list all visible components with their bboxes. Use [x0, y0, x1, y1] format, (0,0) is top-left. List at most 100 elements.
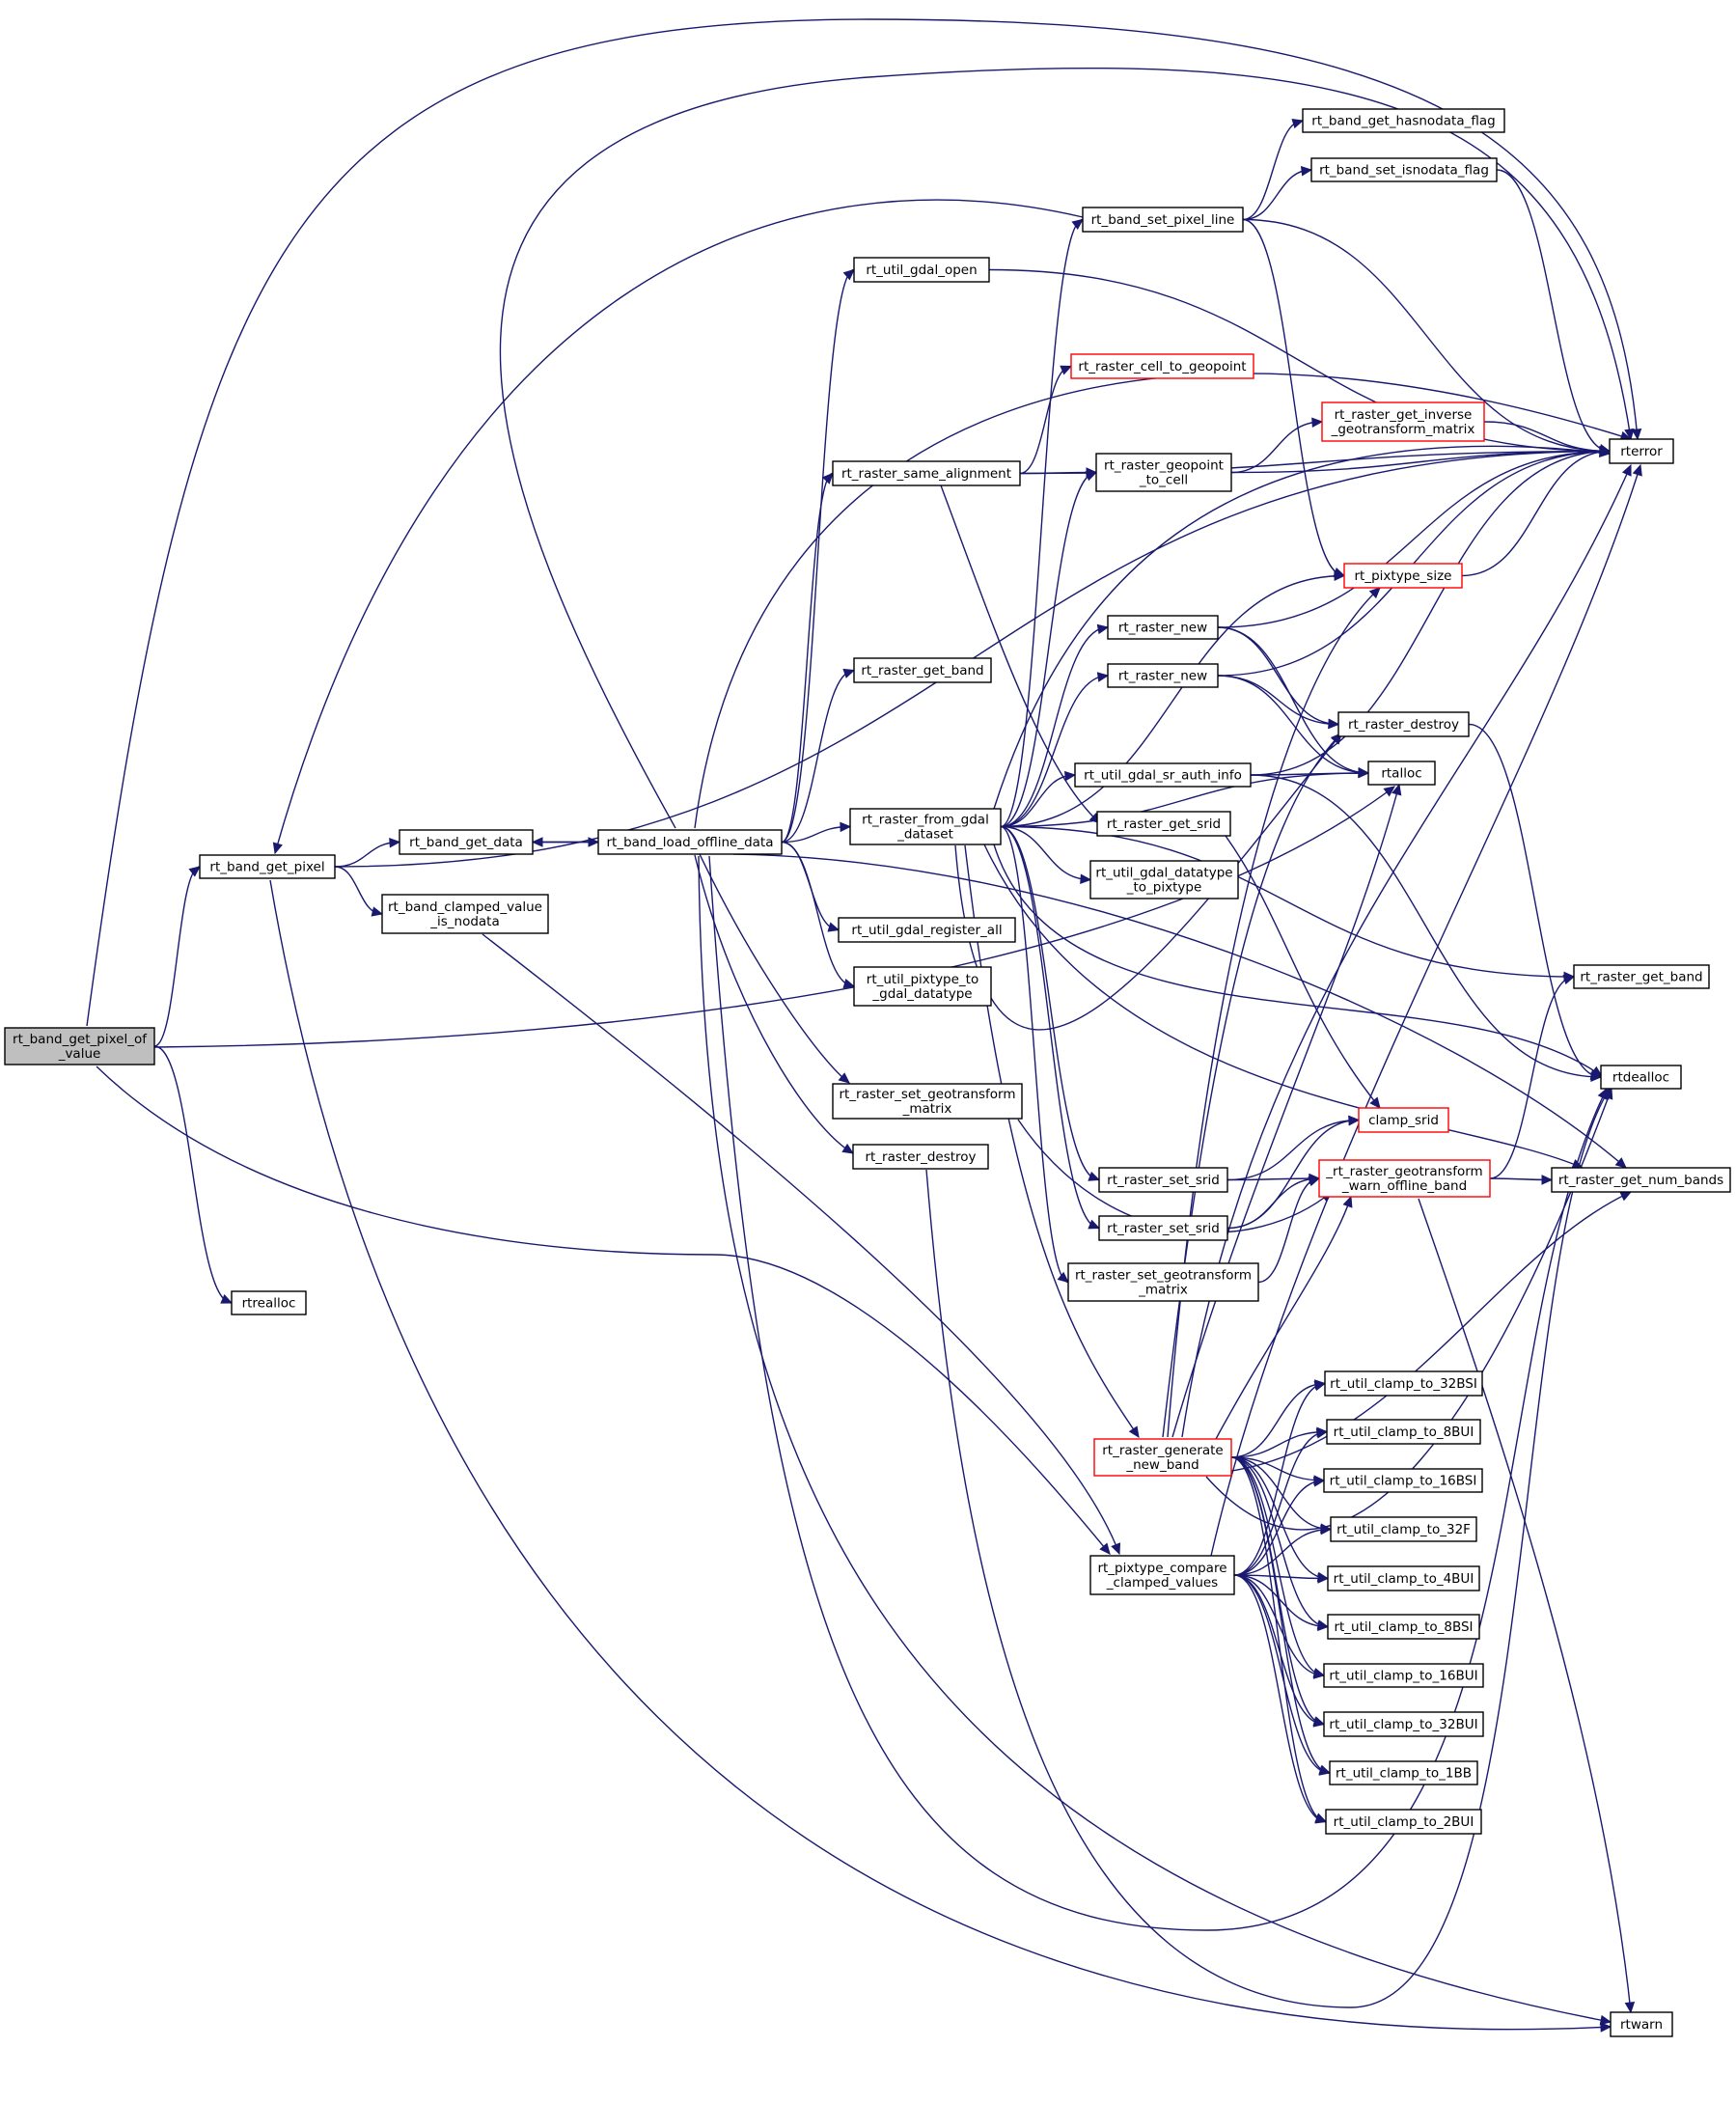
node-label: rt_raster_generate	[1102, 1443, 1224, 1458]
node-ugsai[interactable]: rt_util_gdal_sr_auth_info	[1074, 762, 1252, 788]
node-bghf[interactable]: rt_band_get_hasnodata_flag	[1302, 108, 1505, 133]
edge-root-to-rtrealloc	[153, 1045, 233, 1304]
arrowhead-icon	[1624, 428, 1635, 441]
node-ugra[interactable]: rt_util_gdal_register_all	[838, 917, 1016, 943]
arrowhead-icon	[842, 978, 856, 989]
edge-pcc-to-uc32f	[1233, 1528, 1332, 1576]
arrowhead-icon	[1071, 218, 1084, 231]
node-rgtc[interactable]: rt_raster_geopoint_to_cell	[1095, 453, 1232, 492]
node-label: rt_raster_get_band	[861, 663, 983, 678]
node-rtrealloc[interactable]: rtrealloc	[231, 1290, 307, 1315]
node-uc2bui[interactable]: rt_util_clamp_to_2BUI	[1325, 1809, 1482, 1835]
arrowhead-icon	[1064, 770, 1077, 782]
node-rgb1[interactable]: rt_raster_get_band	[853, 657, 992, 683]
node-uc16bui[interactable]: rt_util_clamp_to_16BUI	[1323, 1663, 1484, 1688]
edge-blo-to-ugo	[781, 268, 855, 844]
node-rsgm1[interactable]: rt_raster_set_geotransform_matrix	[832, 1083, 1023, 1120]
edge-rss1-to-rgwob	[1226, 1177, 1320, 1181]
node-label: _is_nodata	[429, 914, 500, 929]
node-label: _matrix	[1138, 1283, 1188, 1298]
node-uc8bui[interactable]: rt_util_clamp_to_8BUI	[1326, 1419, 1481, 1445]
node-pcc[interactable]: rt_pixtype_compare_clamped_values	[1089, 1555, 1235, 1595]
node-rsa[interactable]: rt_raster_same_alignment	[832, 460, 1021, 486]
node-bspl[interactable]: rt_band_set_pixel_line	[1082, 207, 1244, 233]
node-rterror[interactable]: rterror	[1609, 438, 1674, 464]
edge-root-to-bgp	[153, 866, 201, 1047]
node-rgigm[interactable]: rt_raster_get_inverse_geotransform_matri…	[1321, 401, 1485, 442]
node-label: rt_raster_get_band	[1580, 970, 1702, 985]
node-rsgm2[interactable]: rt_raster_set_geotransform_matrix	[1067, 1262, 1259, 1302]
node-box	[852, 1144, 989, 1170]
node-uc8bsi[interactable]: rt_util_clamp_to_8BSI	[1327, 1614, 1480, 1640]
node-uc4bui[interactable]: rt_util_clamp_to_4BUI	[1327, 1565, 1480, 1591]
node-uc16bsi[interactable]: rt_util_clamp_to_16BSI	[1323, 1468, 1483, 1493]
node-box	[853, 657, 992, 683]
edge-blo-to-rd1	[694, 854, 854, 1154]
node-rss2[interactable]: rt_raster_set_srid	[1098, 1215, 1228, 1241]
edge-rfg-to-ugsai	[1000, 774, 1076, 828]
node-uc32bui[interactable]: rt_util_clamp_to_32BUI	[1323, 1711, 1484, 1737]
arrowhead-icon	[1099, 1542, 1111, 1555]
node-label: rt_raster_destroy	[865, 1149, 976, 1165]
node-rtalloc[interactable]: rtalloc	[1367, 761, 1436, 786]
node-root[interactable]: rt_band_get_pixel_of_value	[4, 1027, 155, 1065]
node-label: rt_pixtype_size	[1355, 568, 1452, 584]
edge-bspl-to-ps	[1242, 218, 1345, 577]
node-bgd[interactable]: rt_band_get_data	[399, 829, 534, 855]
edge-rfg-to-rss2	[1000, 825, 1100, 1230]
node-upgd[interactable]: rt_util_pixtype_to_gdal_datatype	[853, 966, 992, 1007]
arrowhead-icon	[842, 268, 855, 281]
node-rgnb[interactable]: rt_raster_generate_new_band	[1093, 1438, 1232, 1477]
arrowhead-icon	[1320, 1524, 1333, 1536]
edge-rsgm2-to-rgwob	[1257, 1177, 1320, 1284]
node-box	[832, 460, 1021, 486]
node-rctg[interactable]: rt_raster_cell_to_geopoint	[1070, 353, 1254, 379]
node-rgwob[interactable]: _rt_raster_geotransform_warn_offline_ban…	[1318, 1159, 1491, 1198]
node-label: rt_util_clamp_to_32F	[1336, 1522, 1471, 1537]
arrowhead-icon	[821, 472, 834, 484]
node-label: rt_util_gdal_sr_auth_info	[1084, 768, 1242, 784]
node-rss1[interactable]: rt_raster_set_srid	[1098, 1167, 1228, 1193]
node-box	[1327, 1565, 1480, 1591]
node-label: _dataset	[896, 827, 953, 843]
edge-rgigm-to-rterror	[1483, 421, 1611, 453]
node-box	[1358, 1107, 1449, 1133]
node-ugo[interactable]: rt_util_gdal_open	[853, 257, 990, 283]
node-box	[838, 917, 1016, 943]
edge-ugsai-to-rtdealloc	[1250, 774, 1602, 1078]
edge-rn1-to-rtalloc	[1217, 626, 1369, 774]
node-rgb2[interactable]: rt_raster_get_band	[1573, 964, 1710, 989]
node-blo[interactable]: rt_band_load_offline_data	[597, 829, 783, 855]
node-rfg[interactable]: rt_raster_from_gdal_dataset	[849, 808, 1002, 845]
edge-blo-to-rtwarn	[698, 855, 1612, 2023]
node-rgnbands[interactable]: rt_raster_get_num_bands	[1551, 1167, 1731, 1193]
edge-blo-to-rsa	[781, 472, 834, 844]
node-uc32bsi[interactable]: rt_util_clamp_to_32BSI	[1324, 1370, 1483, 1397]
node-box	[1310, 157, 1498, 182]
node-ugdp[interactable]: rt_util_gdal_datatype_to_pixtype	[1089, 860, 1239, 899]
node-cs[interactable]: clamp_srid	[1358, 1107, 1449, 1133]
arrowhead-icon	[1314, 1813, 1328, 1824]
arrowhead-icon	[1590, 1071, 1603, 1082]
edge-rgnb-to-uc1bb	[1230, 1456, 1331, 1774]
arrowhead-icon	[827, 922, 840, 932]
node-rd1[interactable]: rt_raster_destroy	[852, 1144, 989, 1170]
node-uc32f[interactable]: rt_util_clamp_to_32F	[1330, 1516, 1477, 1542]
node-uc1bb[interactable]: rt_util_clamp_to_1BB	[1329, 1760, 1478, 1785]
arrowhead-icon	[1342, 1195, 1353, 1208]
arrowhead-icon	[1317, 1573, 1330, 1584]
node-rtdealloc[interactable]: rtdealloc	[1600, 1065, 1682, 1090]
node-rn2[interactable]: rt_raster_new	[1107, 663, 1219, 688]
node-rn1[interactable]: rt_raster_new	[1107, 615, 1219, 640]
edge-root-to-pcc	[96, 1065, 1111, 1555]
node-rtwarn[interactable]: rtwarn	[1610, 2011, 1673, 2037]
node-rdestroy2[interactable]: rt_raster_destroy	[1337, 711, 1470, 737]
arrowhead-icon	[1328, 718, 1340, 730]
node-label: _matrix	[902, 1101, 952, 1117]
node-ps[interactable]: rt_pixtype_size	[1343, 563, 1463, 589]
node-box	[1082, 207, 1244, 233]
node-bcv[interactable]: rt_band_clamped_value_is_nodata	[381, 894, 549, 934]
node-rgs[interactable]: rt_raster_get_srid	[1096, 811, 1231, 837]
node-bgp[interactable]: rt_band_get_pixel	[199, 854, 336, 879]
node-bsif[interactable]: rt_band_set_isnodata_flag	[1310, 157, 1498, 182]
